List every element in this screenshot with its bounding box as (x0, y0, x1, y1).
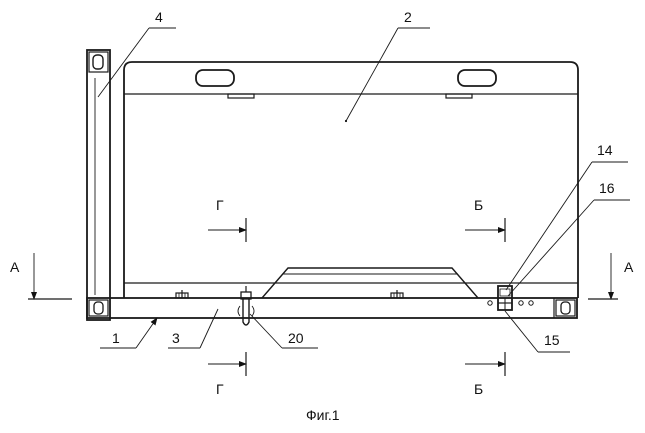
section-marker-b-top: Б (465, 197, 505, 242)
section-label-b-bottom: Б (474, 381, 483, 397)
callout-16: 16 (508, 180, 630, 296)
callout-label-3: 3 (172, 330, 180, 346)
vertical-post (87, 50, 110, 320)
callout-label-20: 20 (288, 330, 304, 346)
section-label-g-top: Г (216, 197, 224, 213)
bolt-right (391, 290, 403, 298)
callout-2: 2 (346, 9, 430, 121)
figure-caption: Фиг.1 (306, 407, 340, 423)
section-marker-b-bottom: Б (465, 352, 505, 397)
locking-pin (238, 286, 254, 325)
callout-label-15: 15 (544, 332, 560, 348)
callout-3: 3 (168, 309, 218, 348)
section-marker-g-top: Г (208, 197, 246, 242)
bolt-left (176, 290, 188, 298)
section-marker-a-right: А (588, 253, 634, 299)
section-label-a-left: А (10, 259, 20, 275)
panel (124, 62, 578, 298)
section-label-b-top: Б (474, 197, 483, 213)
callout-label-4: 4 (155, 9, 163, 25)
callout-label-2: 2 (404, 9, 412, 25)
section-label-g-bottom: Г (216, 381, 224, 397)
callout-label-1: 1 (112, 330, 120, 346)
callout-20: 20 (250, 314, 318, 348)
callout-label-14: 14 (597, 142, 613, 158)
callout-14: 14 (506, 142, 628, 290)
bottom-beam (87, 298, 577, 318)
section-marker-g-bottom: Г (208, 352, 246, 397)
section-marker-a-left: А (10, 253, 72, 299)
section-label-a-right: А (624, 259, 634, 275)
callout-label-16: 16 (599, 180, 615, 196)
callout-1: 1 (100, 318, 157, 348)
